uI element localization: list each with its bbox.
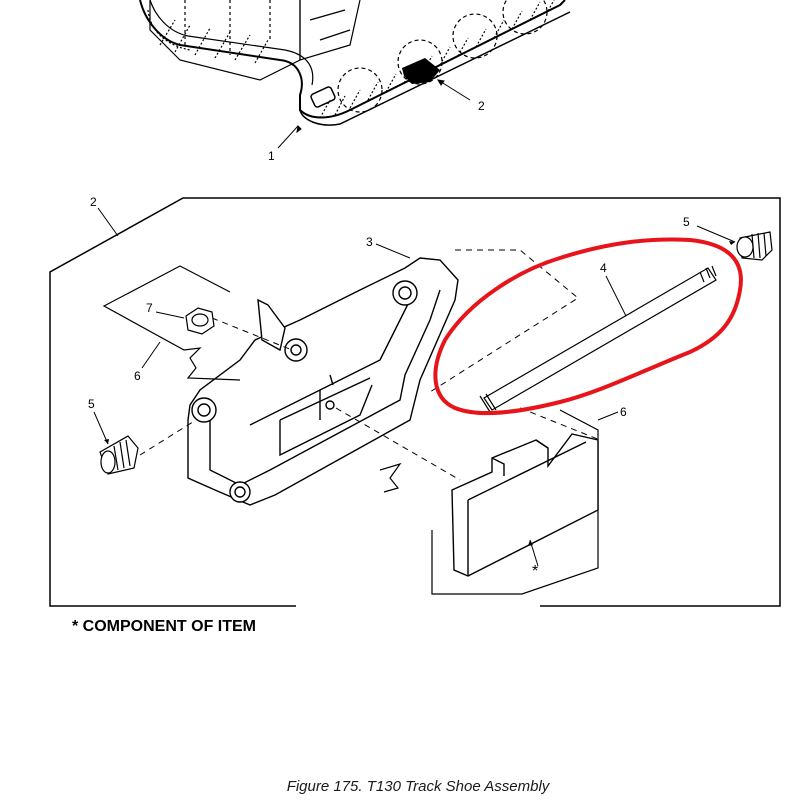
figure-caption: Figure 175. T130 Track Shoe Assembly <box>286 778 550 795</box>
track-pad <box>451 433 599 577</box>
nut-left <box>99 435 139 475</box>
leader-7 <box>155 311 185 319</box>
shoe-body <box>187 257 459 506</box>
leader-4 <box>605 275 627 317</box>
callout-4: 4 <box>600 261 607 275</box>
track-pin <box>479 265 717 413</box>
nut-right <box>736 231 773 261</box>
callout-2-frame: 2 <box>90 195 97 209</box>
callout-2-top: 2 <box>478 99 485 113</box>
kit-bracket-right <box>379 409 599 595</box>
leader-6-right <box>597 411 619 421</box>
callout-7: 7 <box>146 301 153 315</box>
callout-6-left: 6 <box>134 369 141 383</box>
callout-5-right: 5 <box>683 215 690 229</box>
kit-bracket-left <box>102 265 241 381</box>
frame-leader <box>97 207 119 237</box>
vehicle-track-illustration <box>139 0 571 126</box>
leader-6-left <box>141 341 161 369</box>
callout-1: 1 <box>268 149 275 163</box>
component-note: * COMPONENT OF ITEM <box>72 618 256 635</box>
track-shoe-highlight <box>402 58 440 84</box>
callout-3: 3 <box>366 235 373 249</box>
hex-nut <box>185 307 215 335</box>
leader-5-left <box>93 411 109 445</box>
callout-5-left: 5 <box>88 397 95 411</box>
top-leaders <box>277 79 471 149</box>
alignment-lines <box>139 249 601 481</box>
highlight-loop <box>433 237 743 416</box>
callout-star: * <box>532 563 538 580</box>
leader-5-right <box>696 225 736 243</box>
callout-6-right: 6 <box>620 405 627 419</box>
exploded-frame <box>49 197 781 607</box>
leader-3 <box>375 243 411 259</box>
